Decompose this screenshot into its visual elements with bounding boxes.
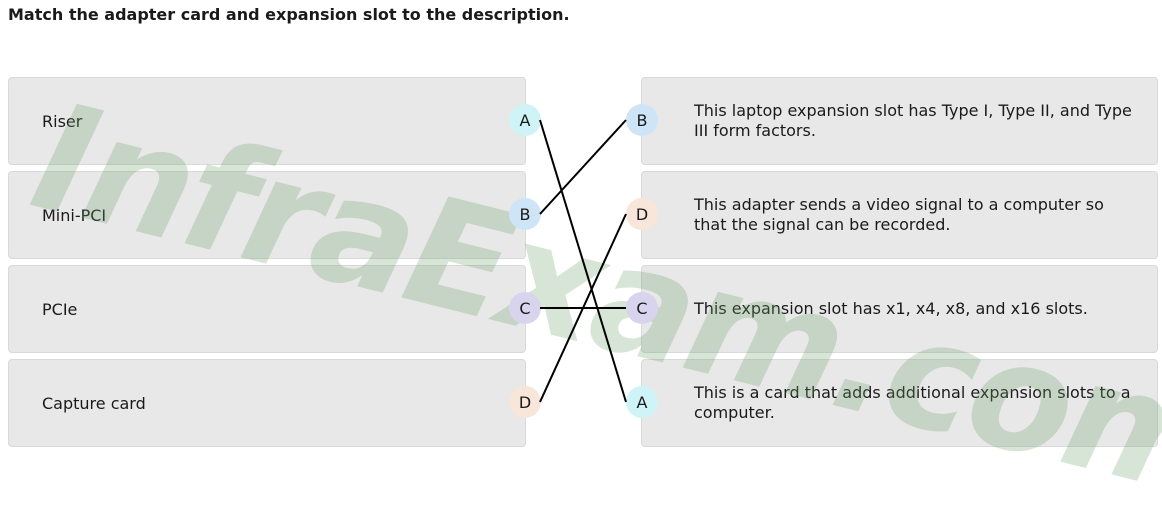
left-item-label: Riser: [42, 111, 83, 131]
right-item-description[interactable]: This laptop expansion slot has Type I, T…: [641, 77, 1158, 165]
match-line-d: [539, 213, 627, 403]
match-line-a: [539, 119, 627, 403]
left-item-label: PCIe: [42, 299, 78, 319]
right-item-text: This is a card that adds additional expa…: [694, 383, 1131, 422]
left-connector-c[interactable]: C: [509, 292, 541, 324]
left-item-mini-pci[interactable]: Mini-PCI: [8, 171, 526, 259]
right-connector-b[interactable]: B: [626, 104, 658, 136]
right-connector-c[interactable]: C: [626, 292, 658, 324]
left-item-label: Mini-PCI: [42, 205, 107, 225]
left-item-pcie[interactable]: PCIe: [8, 265, 526, 353]
right-item-text: This laptop expansion slot has Type I, T…: [694, 101, 1132, 140]
left-connector-a[interactable]: A: [509, 104, 541, 136]
right-connector-a[interactable]: A: [626, 386, 658, 418]
question-text: Match the adapter card and expansion slo…: [8, 5, 570, 24]
right-item-description[interactable]: This adapter sends a video signal to a c…: [641, 171, 1158, 259]
left-item-riser[interactable]: Riser: [8, 77, 526, 165]
right-item-text: This adapter sends a video signal to a c…: [694, 195, 1104, 234]
match-line-b: [539, 119, 627, 215]
right-item-text: This expansion slot has x1, x4, x8, and …: [694, 299, 1088, 318]
left-connector-b[interactable]: B: [509, 198, 541, 230]
right-item-description[interactable]: This is a card that adds additional expa…: [641, 359, 1158, 447]
right-item-description[interactable]: This expansion slot has x1, x4, x8, and …: [641, 265, 1158, 353]
left-item-label: Capture card: [42, 393, 146, 413]
right-connector-d[interactable]: D: [626, 198, 658, 230]
left-connector-d[interactable]: D: [509, 386, 541, 418]
left-item-capture-card[interactable]: Capture card: [8, 359, 526, 447]
